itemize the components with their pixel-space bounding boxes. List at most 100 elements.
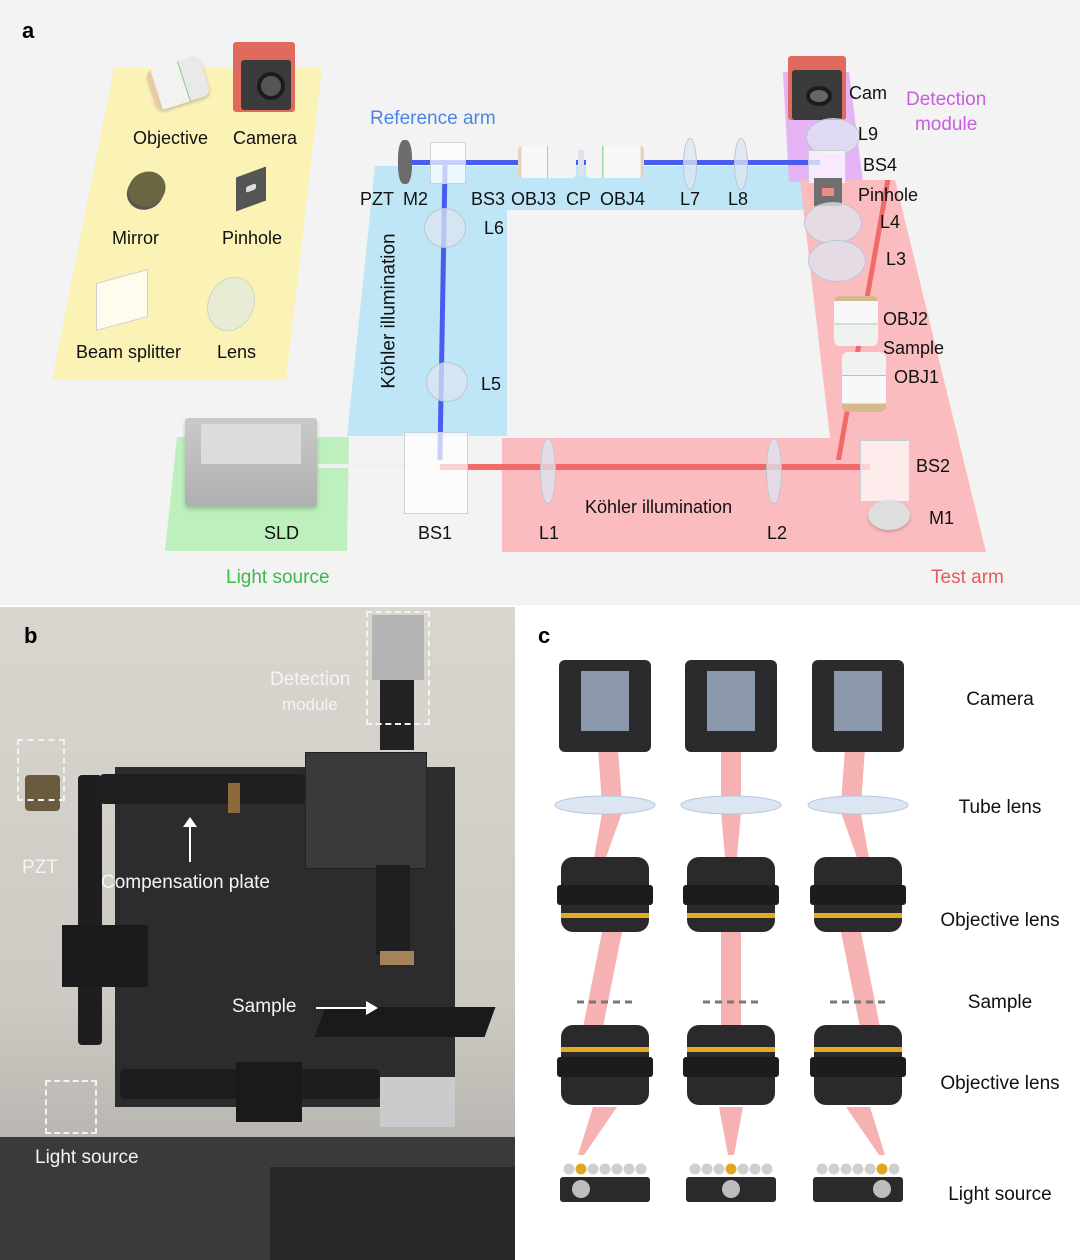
l1-lens-icon [540, 438, 556, 504]
label-m2: M2 [403, 189, 429, 209]
side-mount [62, 925, 148, 987]
objective-upper-grip [810, 885, 906, 905]
camera-sensor-icon [707, 671, 755, 731]
led-idle [599, 1163, 611, 1175]
obj3-icon [518, 146, 576, 178]
test-arm-title: Test arm [931, 567, 1004, 588]
beam-tubelens-to-objective [594, 812, 623, 857]
light-source-emitter-icon [572, 1180, 590, 1198]
led-idle [888, 1163, 900, 1175]
row-label-light-source: Light source [948, 1184, 1052, 1205]
pinhole-component-icon [814, 178, 842, 206]
label-cp: CP [566, 189, 592, 209]
cam-camera-icon [788, 56, 846, 120]
l2-lens-icon [766, 438, 782, 504]
m2-mirror-icon [398, 140, 412, 184]
objective-lower-grip [810, 1057, 906, 1077]
sld-source-icon [185, 418, 317, 506]
led-idle [749, 1163, 761, 1175]
stage-block [380, 1077, 455, 1127]
objective-upper-grip [683, 885, 779, 905]
beam-between-objectives [836, 907, 880, 1027]
led-idle [563, 1163, 575, 1175]
tube-lens-icon [680, 795, 782, 815]
pzt-actuator [25, 775, 60, 811]
sample-arrow [316, 1007, 366, 1009]
detection-cube-block [305, 752, 427, 869]
camera-icon [233, 42, 295, 112]
legend-label-mirror: Mirror [112, 228, 159, 248]
label-sld: SLD [264, 523, 300, 543]
panel-a-optical-layout: a Objective Camera Mirror Pinhole Beam s… [0, 0, 1080, 605]
panel-label-b: b [24, 623, 38, 648]
kohler-illumination-vertical-label: Köhler illumination [378, 233, 400, 389]
objective-brass-ring [380, 951, 414, 965]
kohler-illumination-horizontal-label: Köhler illumination [585, 497, 733, 517]
test-beam-horizontal [440, 464, 870, 470]
label-m1: M1 [929, 508, 955, 528]
label-l6: L6 [484, 218, 505, 238]
obj2-icon [834, 296, 878, 346]
light-source-title: Light source [226, 567, 330, 588]
photo-label-pzt: PZT [22, 857, 58, 878]
detection-module-highlight [366, 611, 430, 725]
label-obj4: OBJ4 [600, 189, 646, 209]
label-l7: L7 [680, 189, 701, 209]
legend-label-camera: Camera [233, 128, 298, 148]
led-idle [689, 1163, 701, 1175]
label-sample: Sample [883, 338, 945, 358]
cp-icon [578, 150, 584, 176]
beam-between-objectives [583, 907, 627, 1027]
pzt-highlight [17, 739, 65, 801]
led-idle [840, 1163, 852, 1175]
sample-arrow-head [366, 1001, 378, 1015]
brass-ring-top [228, 783, 240, 813]
photo-label-module: module [282, 695, 338, 714]
led-active [876, 1163, 888, 1175]
breadboard [270, 1167, 515, 1260]
l8-lens-icon [734, 138, 748, 190]
led-idle [737, 1163, 749, 1175]
m1-mirror-icon [868, 500, 910, 530]
camera-tube [380, 680, 414, 750]
sld-fiber [318, 464, 408, 468]
l7-lens-icon [683, 138, 697, 190]
objective-upper-band [561, 913, 649, 918]
label-l4: L4 [880, 212, 901, 232]
beam-source-to-objective [719, 1107, 743, 1155]
label-l3: L3 [886, 249, 907, 269]
legend-label-lens: Lens [217, 342, 257, 362]
l9-lens-icon [806, 118, 860, 156]
led-idle [701, 1163, 713, 1175]
led-idle [828, 1163, 840, 1175]
led-idle [611, 1163, 623, 1175]
panel-c-scanning-schematic: c Camera Tube lens Objective lens Sample… [518, 607, 1080, 1260]
l6-lens-icon [424, 208, 466, 248]
label-l8: L8 [728, 189, 749, 209]
label-bs2: BS2 [916, 456, 951, 476]
tube-lens-icon [807, 795, 909, 815]
led-idle [713, 1163, 725, 1175]
led-idle [864, 1163, 876, 1175]
bs3-cube-icon [430, 142, 466, 184]
legend-label-objective: Objective [133, 128, 209, 148]
led-idle [761, 1163, 773, 1175]
objective-lower-band [687, 1047, 775, 1052]
camera-sensor-icon [581, 671, 629, 731]
label-l2: L2 [767, 523, 788, 543]
detection-title-line1: Detection [906, 89, 987, 110]
obj1-icon [842, 352, 886, 412]
label-bs1: BS1 [418, 523, 453, 543]
tube-lens-icon [554, 795, 656, 815]
bs1-cube-icon [404, 432, 468, 514]
beam-tubelens-to-objective [840, 812, 869, 857]
schematic-svg [554, 660, 909, 1202]
photo-label-detection: Detection [270, 669, 351, 690]
beam-source-to-objective [578, 1107, 617, 1155]
led-idle [816, 1163, 828, 1175]
compensation-arrow-head [183, 817, 197, 827]
led-idle [852, 1163, 864, 1175]
row-label-tube-lens: Tube lens [958, 797, 1042, 818]
compensation-arrow [189, 822, 191, 862]
photo-label-compensation-plate: Compensation plate [101, 872, 270, 893]
